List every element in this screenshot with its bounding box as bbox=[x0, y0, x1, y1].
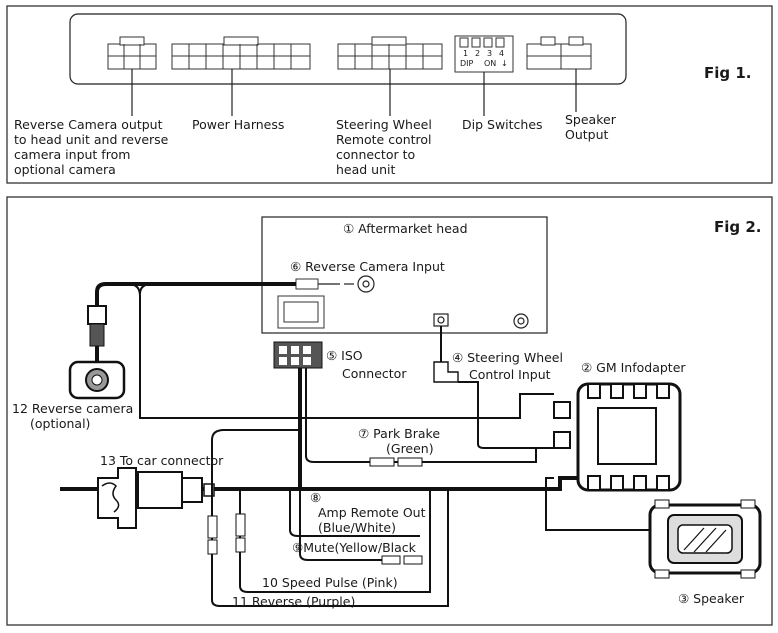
camera-loop-wire bbox=[127, 283, 554, 419]
steering-input-jack-icon bbox=[433, 313, 449, 327]
dip-number-4: 4 bbox=[499, 49, 504, 58]
reverse-camera-input-label: ⑥ Reverse Camera Input bbox=[290, 259, 445, 274]
fig1-speaker-output-label: Speaker Output bbox=[565, 112, 620, 142]
fig2-title: Fig 2. bbox=[714, 218, 761, 236]
iso-connector bbox=[273, 341, 323, 369]
aftermarket-head-label: ① Aftermarket head bbox=[343, 221, 468, 236]
reverse-wire bbox=[211, 468, 449, 607]
car-connector-label: 13 To car connector bbox=[100, 453, 224, 468]
park-brake-wire bbox=[305, 368, 554, 463]
speaker-output-connector bbox=[526, 36, 592, 112]
reverse-label: 11 Reverse (Purple) bbox=[232, 594, 355, 609]
amp-remote-label: ⑧ Amp Remote Out (Blue/White) bbox=[310, 490, 430, 535]
fig1-panel: 1 2 3 4 DIP ON ↓ Fig 1. Reverse Camera o… bbox=[6, 5, 773, 184]
fig1-reverse-camera-label: Reverse Camera output to head unit and r… bbox=[14, 117, 172, 177]
camera-video-wire bbox=[95, 282, 296, 306]
speed-pulse-label: 10 Speed Pulse (Pink) bbox=[262, 575, 398, 590]
mute-wire bbox=[299, 489, 382, 561]
reverse-camera-connector bbox=[107, 36, 157, 116]
fig1-dip-switches-label: Dip Switches bbox=[462, 117, 543, 132]
fig1-power-harness-label: Power Harness bbox=[192, 117, 284, 132]
amp-remote-wire bbox=[289, 489, 420, 537]
reverse-camera-label: 12 Reverse camera (optional) bbox=[12, 401, 137, 431]
dip-number-1: 1 bbox=[463, 49, 468, 58]
fig1-steering-wheel-label: Steering Wheel Remote control connector … bbox=[336, 117, 436, 177]
dip-on-label: ON bbox=[484, 59, 496, 68]
dip-number-3: 3 bbox=[487, 49, 492, 58]
speaker-label: ③ Speaker bbox=[678, 591, 745, 606]
car-connector bbox=[97, 467, 215, 529]
reverse-camera bbox=[68, 305, 126, 400]
mute-label: ⑨Mute(Yellow/Black bbox=[292, 540, 417, 555]
park-brake-label: ⑦ Park Brake (Green) bbox=[358, 426, 444, 456]
module-side-view bbox=[69, 13, 627, 85]
iso-connector-label: ⑤ ISO Connector bbox=[326, 348, 407, 381]
fig1-title: Fig 1. bbox=[704, 64, 751, 82]
fig2-panel: Fig 2. ① Aftermarket head ⑥ Reverse Came… bbox=[6, 196, 773, 626]
rca-plug-icon bbox=[295, 278, 319, 290]
reverse-wire-top bbox=[211, 429, 300, 468]
aftermarket-head-unit bbox=[261, 216, 548, 334]
power-harness-connector bbox=[171, 36, 311, 70]
dip-number-2: 2 bbox=[475, 49, 480, 58]
speaker bbox=[648, 499, 762, 579]
steering-wheel-connector bbox=[337, 36, 443, 70]
gm-infodapter bbox=[553, 382, 682, 492]
speed-pulse-wire bbox=[239, 489, 431, 593]
fig2-frame bbox=[6, 196, 773, 626]
car-harness-wire bbox=[60, 476, 578, 491]
dip-switch-block: 1 2 3 4 DIP ON ↓ bbox=[454, 35, 514, 116]
fig1-frame bbox=[6, 5, 773, 184]
head-unit-knob-icon bbox=[513, 313, 529, 329]
steering-plug-icon bbox=[433, 326, 459, 383]
rca-jack-icon bbox=[357, 275, 375, 293]
infodapter-label: ② GM Infodapter bbox=[581, 360, 686, 375]
speaker-wire bbox=[545, 477, 650, 531]
steering-control-wire bbox=[458, 381, 554, 449]
dip-arrow-icon: ↓ bbox=[501, 59, 508, 68]
steering-input-label: ④ Steering Wheel Control Input bbox=[452, 350, 567, 382]
dip-label: DIP bbox=[460, 59, 474, 68]
